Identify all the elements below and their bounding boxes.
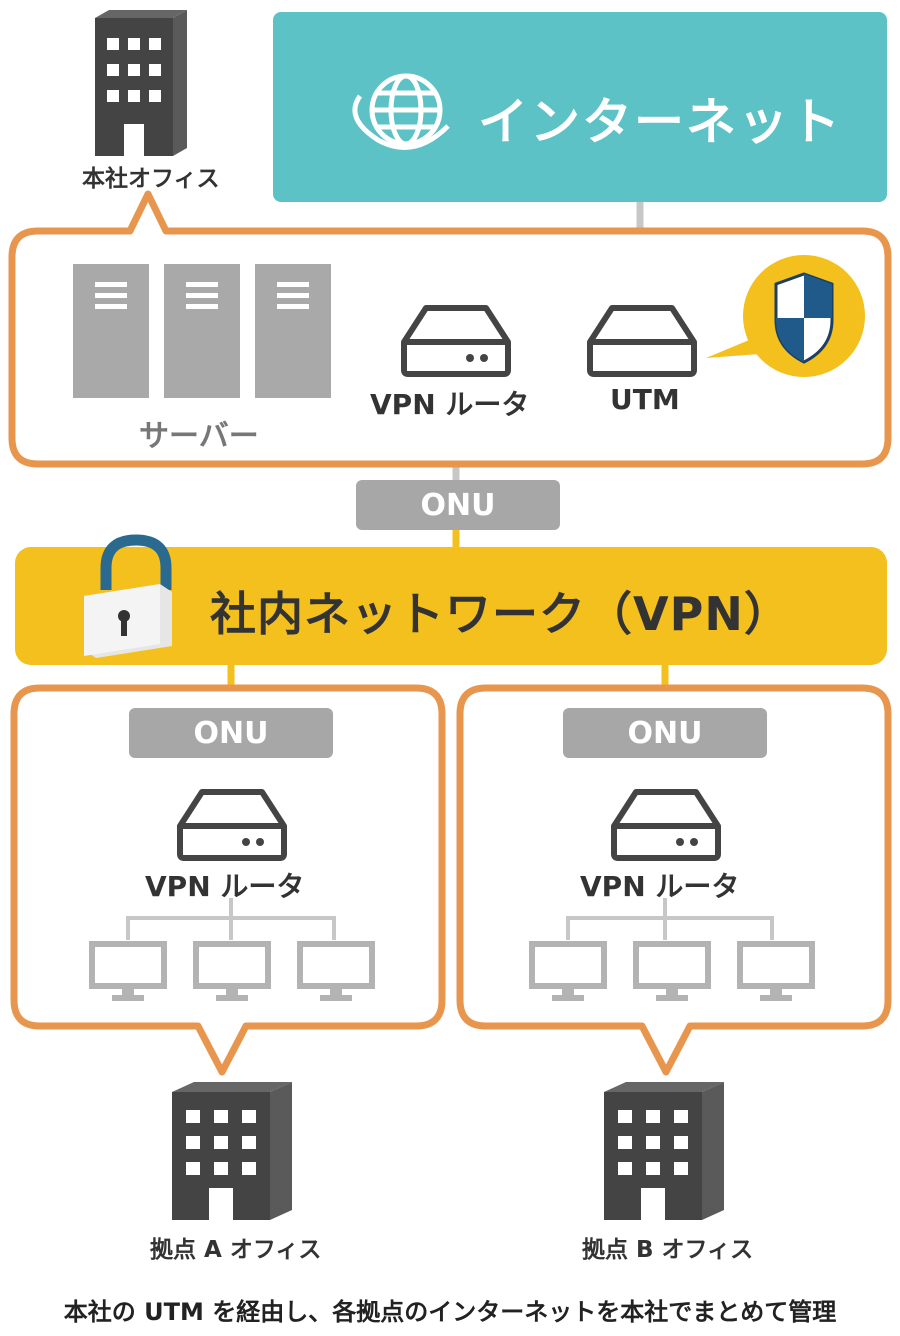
shield-icon [706, 255, 865, 377]
internet-box [273, 12, 887, 202]
globe-icon [352, 73, 450, 150]
branch-b-pcs [529, 941, 815, 1001]
branch-a-building-icon [172, 1082, 292, 1220]
branch-a-vpn-router-icon [177, 789, 287, 861]
branch-a-vpn-router-label: VPN ルータ [145, 870, 305, 903]
hq-vpn-router-icon [401, 305, 511, 377]
internet-label: インターネット [478, 93, 842, 151]
branch-b-building-label: 拠点 B オフィス [582, 1237, 754, 1263]
diagram-caption: 本社の UTM を経由し、各拠点のインターネットを本社でまとめて管理 [63, 1298, 837, 1326]
branch-b-vpn-router-icon [611, 789, 721, 861]
branch-a-building-label: 拠点 A オフィス [150, 1237, 322, 1263]
branch-b-vpn-router-label: VPN ルータ [580, 870, 740, 903]
servers-label: サーバー [139, 419, 259, 454]
branch-a-lan-lines [126, 898, 336, 940]
branch-b-onu: ONU [563, 708, 767, 758]
hq-building-label: 本社オフィス [82, 166, 220, 192]
hq-onu: ONU [356, 480, 560, 530]
padlock-icon [84, 534, 172, 658]
branch-a-pcs [89, 941, 375, 1001]
hq-vpn-router-label: VPN ルータ [370, 388, 530, 421]
branch-a-onu: ONU [129, 708, 333, 758]
utm-device-icon [587, 305, 697, 377]
vpn-network-label: 社内ネットワーク（VPN） [210, 587, 791, 641]
branch-b-building-icon [604, 1082, 724, 1220]
utm-label: UTM [610, 383, 680, 416]
branch-b-lan-lines [566, 898, 774, 940]
hq-building-icon [95, 10, 187, 156]
servers-icon [73, 264, 331, 398]
